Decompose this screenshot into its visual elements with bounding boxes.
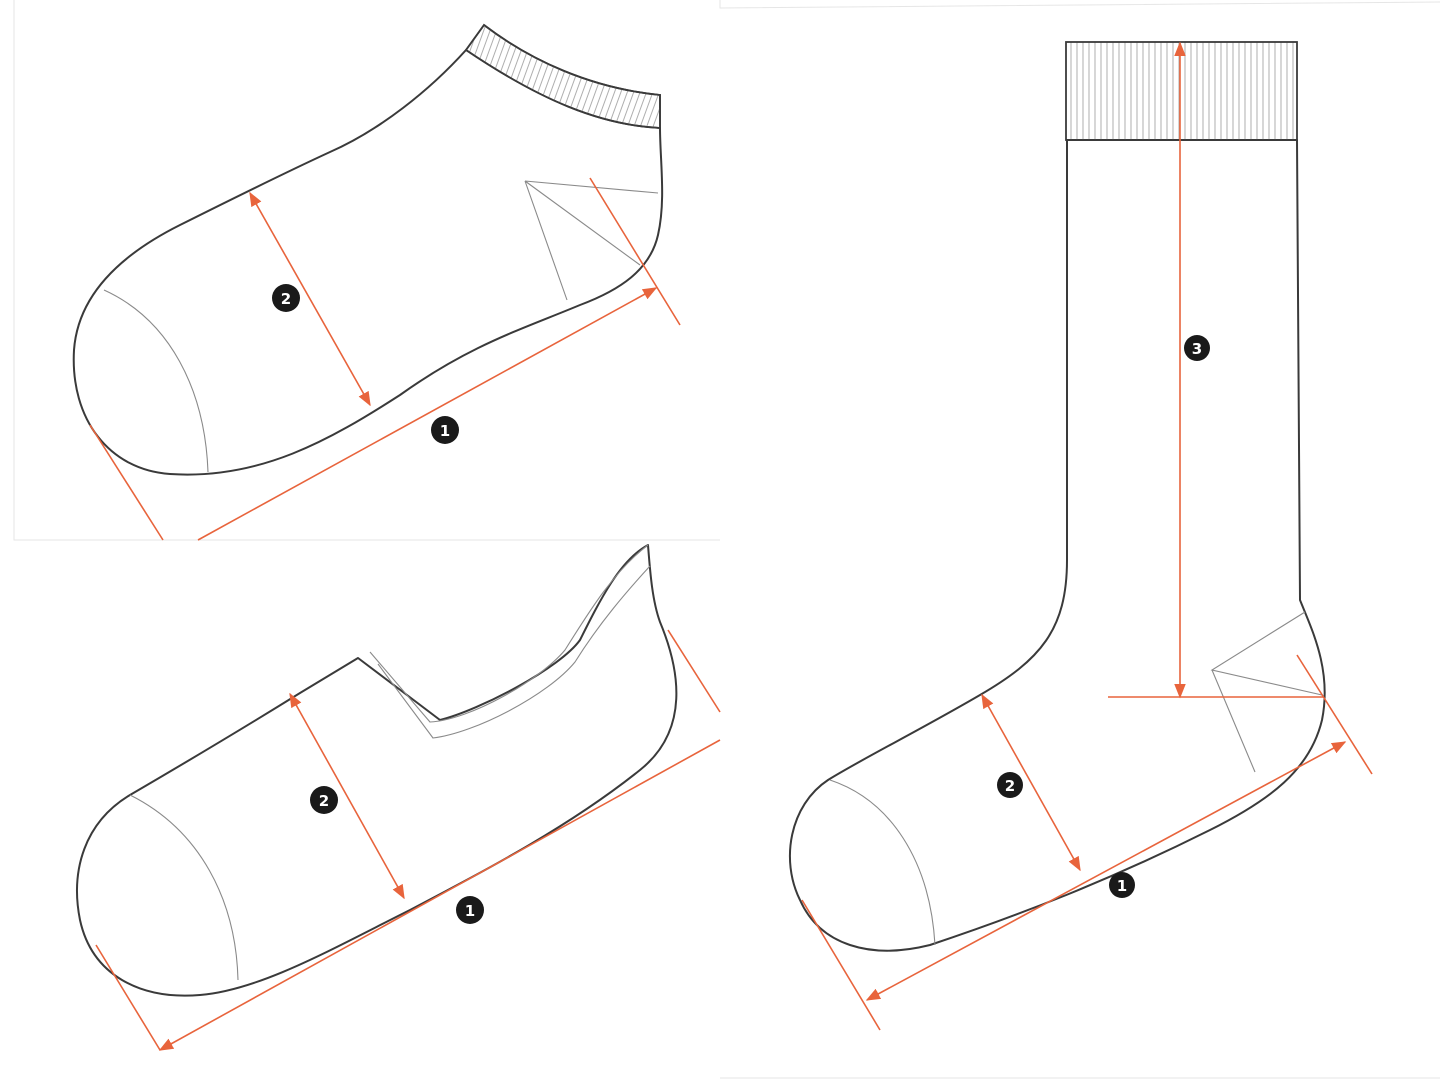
svg-text:2: 2 <box>319 792 329 810</box>
crew-sock-badge-1: 1 <box>1109 872 1135 898</box>
ankle-sock-cuff-ribs <box>464 23 661 129</box>
crew-sock-badge-2: 2 <box>997 772 1023 798</box>
panel-divider-right <box>719 0 1440 9</box>
ankle-sock-panel: 1 2 <box>72 23 681 541</box>
ankle-sock-badge-2: 2 <box>272 284 300 312</box>
no-show-sock-tick-toe <box>95 944 161 1051</box>
no-show-sock-toe-seam <box>129 794 239 981</box>
crew-sock-tick-toe <box>801 899 881 1031</box>
ankle-sock-toe-seam <box>103 289 209 473</box>
crew-sock-measure-2 <box>981 693 1081 872</box>
svg-text:1: 1 <box>465 902 475 920</box>
no-show-sock-collar <box>369 544 649 723</box>
ankle-sock-badge-1: 1 <box>431 416 459 444</box>
ankle-sock-measure-2 <box>249 191 371 407</box>
crew-sock-panel: 1 2 3 <box>789 41 1373 1031</box>
ankle-sock-measure-1 <box>197 287 658 541</box>
crew-sock-measure-1 <box>865 741 1347 1001</box>
crew-sock-badge-3: 3 <box>1184 335 1210 361</box>
no-show-sock-tick-heel <box>667 629 721 713</box>
svg-text:1: 1 <box>1117 877 1127 895</box>
svg-text:1: 1 <box>440 422 450 440</box>
svg-text:2: 2 <box>281 290 291 308</box>
no-show-sock-outline <box>76 544 678 997</box>
crew-sock-tick-heel <box>1296 654 1373 775</box>
ankle-sock-outline <box>72 49 664 476</box>
svg-text:3: 3 <box>1192 340 1202 358</box>
no-show-sock-badge-2: 2 <box>310 786 338 814</box>
ankle-sock-tick-heel <box>589 177 681 326</box>
ankle-sock-tick-toe <box>89 424 164 541</box>
svg-text:2: 2 <box>1005 777 1015 795</box>
crew-sock-cuff <box>1065 41 1298 141</box>
no-show-sock-measure-1 <box>158 739 721 1051</box>
no-show-sock-collar-inner <box>377 565 651 739</box>
no-show-sock-measure-2 <box>289 692 405 900</box>
panel-divider-top <box>13 0 720 541</box>
ankle-sock-heel-seam <box>524 180 659 301</box>
no-show-sock-panel: 1 2 <box>76 544 721 1051</box>
no-show-sock-badge-1: 1 <box>456 896 484 924</box>
